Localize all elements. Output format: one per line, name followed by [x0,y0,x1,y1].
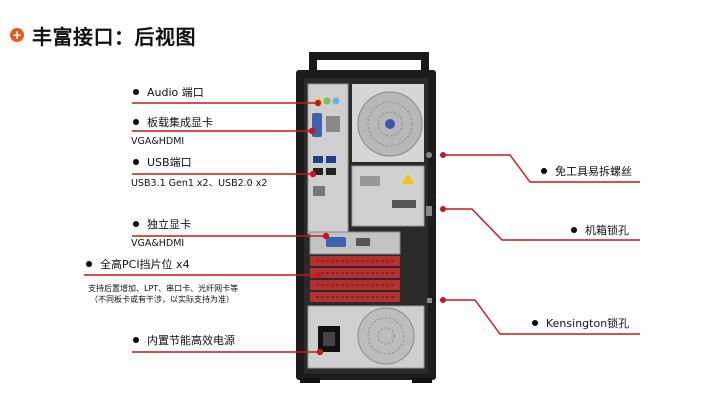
lock-hole [426,206,432,216]
ethernet-port [313,186,325,196]
audio-jack [323,97,331,105]
bullet-icon [133,221,139,227]
bullet-icon [571,227,577,233]
label-pci: 全高PCI挡片位 x4 [86,258,190,272]
bullet-icon [133,159,139,165]
pci-slot [310,256,400,266]
label-chassis-lock: 机箱锁孔 [571,224,629,238]
usb-port [313,156,323,163]
sub-usb: USB3.1 Gen1 x2、USB2.0 x2 [131,178,268,189]
pci-slot [310,280,400,290]
bullet-icon [86,261,92,267]
bullet-icon [133,337,139,343]
psu-fan [357,307,415,365]
bullet-icon [541,168,547,174]
rear-plate [351,165,425,227]
hdmi-port [326,116,340,132]
usb-port [326,156,336,163]
label-kensington: Kensington锁孔 [532,317,629,331]
gpu-vga-port [326,237,346,247]
fan-hub [385,119,395,129]
gpu-hdmi-port [356,238,370,246]
label-audio: Audio 端口 [133,86,204,100]
pci-slot [310,292,400,302]
label-psu: 内置节能高效电源 [133,334,235,348]
bullet-icon [532,320,538,326]
label-gpu: 独立显卡 [133,218,191,232]
pci-note-line1: 支持后置增加、LPT、串口卡、光纤网卡等 [88,284,239,293]
label-screws: 免工具易拆螺丝 [541,165,632,179]
page-title: + 丰富接口：后视图 [10,20,196,50]
kensington-slot [427,298,432,303]
label-usb: USB端口 [133,156,192,170]
sub-vga: VGA&HDMI [131,136,185,147]
usb-port [313,168,323,175]
bullet-icon [133,89,139,95]
pci-slot [310,268,400,278]
audio-jack [332,97,340,105]
usb-port [326,168,336,175]
bullet-icon [133,119,139,125]
warning-icon [402,174,414,184]
case-handle [309,52,429,72]
screw [426,152,432,158]
sub-gpu: VGA&HDMI [131,238,185,249]
plus-icon: + [10,28,24,42]
title-text: 丰富接口：后视图 [32,24,196,49]
pci-note-line2: （不同板卡或有干涉，以实际支持为准） [90,295,234,304]
label-vga: 板载集成显卡 [133,116,213,130]
